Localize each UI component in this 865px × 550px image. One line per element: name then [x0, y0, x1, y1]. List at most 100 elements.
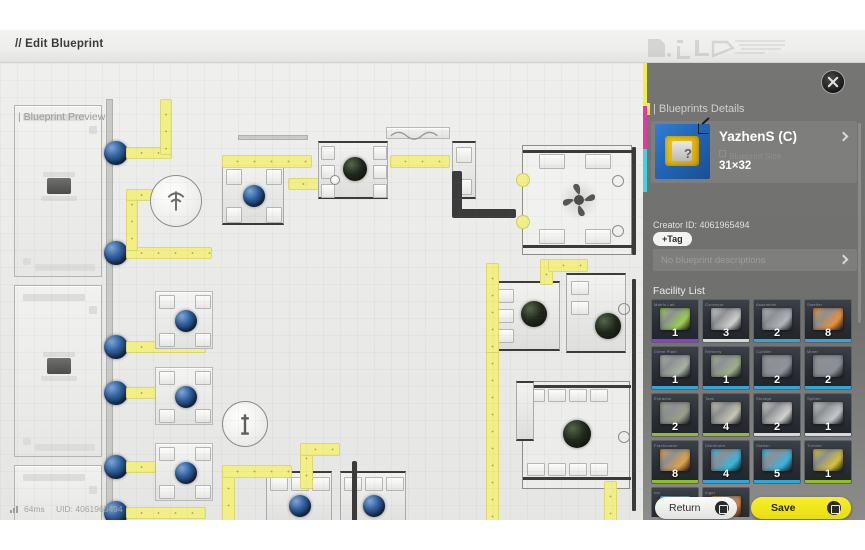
cube-glyph: ? — [684, 146, 692, 161]
assembler-module[interactable] — [155, 443, 213, 501]
facility-accent-bar — [652, 339, 698, 342]
conveyor-belt[interactable] — [222, 473, 235, 520]
facility-tile[interactable]: Splitter 1 — [804, 393, 852, 437]
blueprint-name: YazhenS (C) — [719, 129, 798, 144]
orb-node[interactable] — [104, 501, 128, 520]
panel-scrollbar[interactable] — [858, 123, 861, 323]
facility-card[interactable] — [14, 285, 102, 457]
conveyor-belt[interactable] — [288, 178, 320, 190]
edit-pencil-icon[interactable] — [698, 123, 709, 134]
chevron-right-icon[interactable] — [838, 131, 849, 142]
gate-icon[interactable] — [516, 173, 530, 187]
port-icon[interactable] — [612, 225, 624, 237]
facility-accent-bar — [703, 386, 749, 389]
conveyor-belt[interactable] — [160, 99, 172, 155]
conveyor-belt[interactable] — [486, 263, 499, 353]
orb-node[interactable] — [104, 141, 128, 165]
port-icon[interactable] — [618, 303, 630, 315]
reactor-room[interactable] — [522, 381, 631, 489]
gate-icon[interactable] — [516, 215, 530, 229]
port-icon[interactable] — [618, 431, 630, 443]
add-tag-button[interactable]: +Tag — [653, 232, 692, 246]
facility-tile-name: Miner — [807, 349, 819, 354]
save-button[interactable]: Save — [751, 497, 851, 519]
assembler-module[interactable] — [318, 141, 388, 199]
sorter-belt[interactable] — [452, 209, 516, 218]
conveyor-belt[interactable] — [126, 247, 212, 259]
blueprint-canvas[interactable]: | Blueprint Preview — [0, 63, 643, 520]
orb-node[interactable] — [104, 241, 128, 265]
signal-bars-icon — [10, 505, 20, 513]
reactor-room[interactable] — [522, 145, 633, 255]
facility-module[interactable] — [566, 273, 626, 353]
facility-icon — [660, 307, 690, 330]
facility-accent-bar — [652, 480, 698, 483]
port-icon[interactable] — [612, 175, 624, 187]
facility-card[interactable] — [14, 105, 102, 277]
return-button[interactable]: Return — [655, 497, 737, 519]
assembler-module[interactable] — [222, 163, 284, 225]
cube-inner: ? — [672, 141, 692, 161]
orb-node[interactable] — [104, 455, 128, 479]
facility-tile-name: Extractor — [654, 396, 672, 401]
tank-module[interactable] — [150, 175, 202, 227]
facility-module[interactable] — [386, 127, 450, 140]
conveyor-belt[interactable] — [126, 507, 206, 519]
sorter-belt[interactable] — [452, 171, 462, 217]
orb-node[interactable] — [104, 335, 128, 359]
facility-module[interactable] — [494, 281, 560, 351]
facility-icon — [813, 354, 843, 377]
conveyor-belt[interactable] — [300, 443, 340, 456]
facility-accent-bar — [805, 339, 851, 342]
facility-tile-name: Collider — [756, 349, 772, 354]
assembler-module[interactable] — [340, 471, 406, 520]
assembler-module[interactable] — [155, 291, 213, 349]
tank-module[interactable] — [222, 401, 268, 447]
close-icon[interactable] — [822, 71, 844, 93]
facility-accent-bar — [805, 386, 851, 389]
conveyor-belt[interactable] — [548, 259, 588, 272]
return-button-label: Return — [669, 502, 701, 514]
facility-count: 2 — [773, 421, 781, 433]
orb-node[interactable] — [104, 381, 128, 405]
blueprint-size-value: 31×32 — [719, 160, 752, 172]
sorter-belt[interactable] — [352, 461, 357, 520]
conveyor-belt[interactable] — [222, 465, 292, 478]
radar-module[interactable] — [330, 175, 340, 185]
facility-module[interactable] — [516, 381, 534, 441]
conveyor-belt[interactable] — [390, 155, 450, 168]
blueprint-description-field[interactable]: No blueprint descriptions — [653, 249, 857, 271]
facility-count: 8 — [824, 327, 832, 339]
facility-accent-bar — [703, 433, 749, 436]
conveyor-belt[interactable] — [222, 155, 312, 168]
conveyor-belt[interactable] — [604, 481, 617, 520]
blueprint-summary-row[interactable]: ? YazhenS (C) Blueprint Size 31×32 — [651, 121, 857, 183]
facility-accent-bar — [703, 480, 749, 483]
chevron-right-icon[interactable] — [838, 254, 849, 265]
facility-count: 1 — [824, 421, 832, 433]
facility-tile-name: Splitter — [807, 396, 822, 401]
conveyor-rail — [238, 135, 308, 140]
assembler-module[interactable] — [155, 367, 213, 425]
facility-icon — [762, 354, 792, 377]
facility-tile-name: Refinery — [705, 349, 722, 354]
facility-card[interactable] — [14, 465, 102, 520]
conveyor-belt[interactable] — [126, 189, 138, 251]
facility-tile-name: Conveyor — [705, 302, 724, 307]
